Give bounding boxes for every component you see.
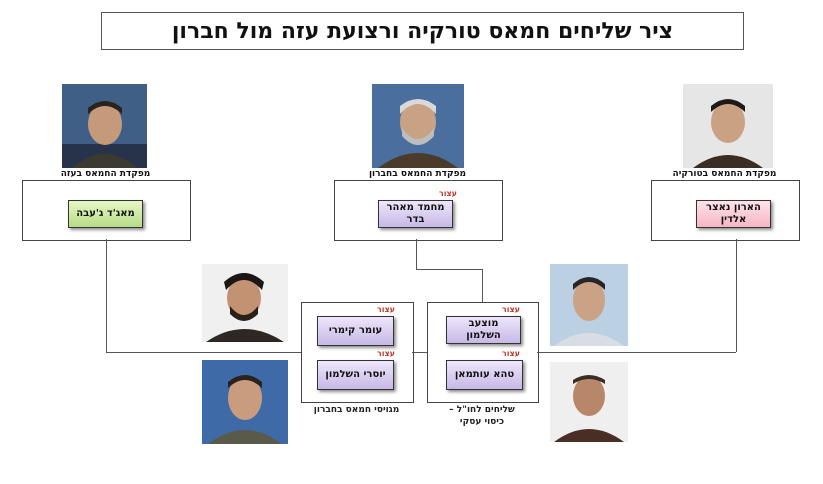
connector-line [736, 239, 737, 352]
caption-hebron-recruits: מגויסי חמאס בחברון [313, 405, 400, 415]
portrait-omar [202, 264, 288, 342]
connector-line [416, 269, 482, 270]
card-yousri: יוסרי השלמון [317, 360, 394, 390]
connector-line [106, 352, 301, 353]
portrait-hebron-commander [372, 84, 464, 168]
portrait-yousri [202, 360, 288, 444]
diagram-title: ציר שליחים חמאס טורקיה ורצועת עזה מול חב… [171, 18, 674, 44]
diagram-title-box: ציר שליחים חמאס טורקיה ורצועת עזה מול חב… [101, 12, 744, 50]
header-gaza: מפקדת החמאס בעזה [60, 169, 151, 179]
portrait-turkey [683, 84, 773, 168]
header-hebron: מפקדת החמאס בחברון [368, 169, 467, 179]
connector-line [106, 239, 107, 352]
card-mutzav: מוצעב השלמון [446, 316, 521, 344]
connector-line [416, 239, 417, 269]
connector-line [412, 352, 427, 353]
card-omar: עומר קימרי [317, 316, 394, 346]
badge-yousri: עצור [376, 349, 395, 358]
card-majed: מאג'ד ג'עבה [68, 200, 143, 228]
header-turkey: מפקדת החמאס בטורקיה [672, 169, 777, 179]
portrait-taha [550, 362, 628, 442]
portrait-mutzav [550, 264, 628, 346]
panel-turkey [651, 180, 800, 241]
card-haroun: הארון נאצר אלדין [696, 200, 771, 228]
card-mohammad: מחמד מאהר בדר [378, 200, 453, 228]
connector-line [537, 352, 736, 353]
badge-mutzav: עצור [501, 305, 520, 314]
portrait-gaza [62, 84, 147, 168]
badge-taha: עצור [501, 349, 520, 358]
badge-omar: עצור [376, 305, 395, 314]
connector-line [482, 269, 483, 302]
caption-envoys: שליחים לחו"ל – כיסוי עסקי [449, 405, 515, 427]
badge-hebron: עצור [438, 189, 457, 198]
card-taha: טהא עותמאן [446, 360, 523, 390]
